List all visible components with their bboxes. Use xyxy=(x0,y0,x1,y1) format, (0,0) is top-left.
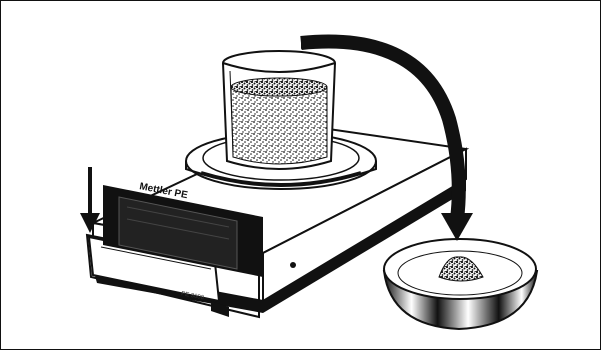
receiving-bowl xyxy=(384,239,537,329)
power-indicator-icon xyxy=(290,262,296,268)
beaker xyxy=(223,51,335,169)
